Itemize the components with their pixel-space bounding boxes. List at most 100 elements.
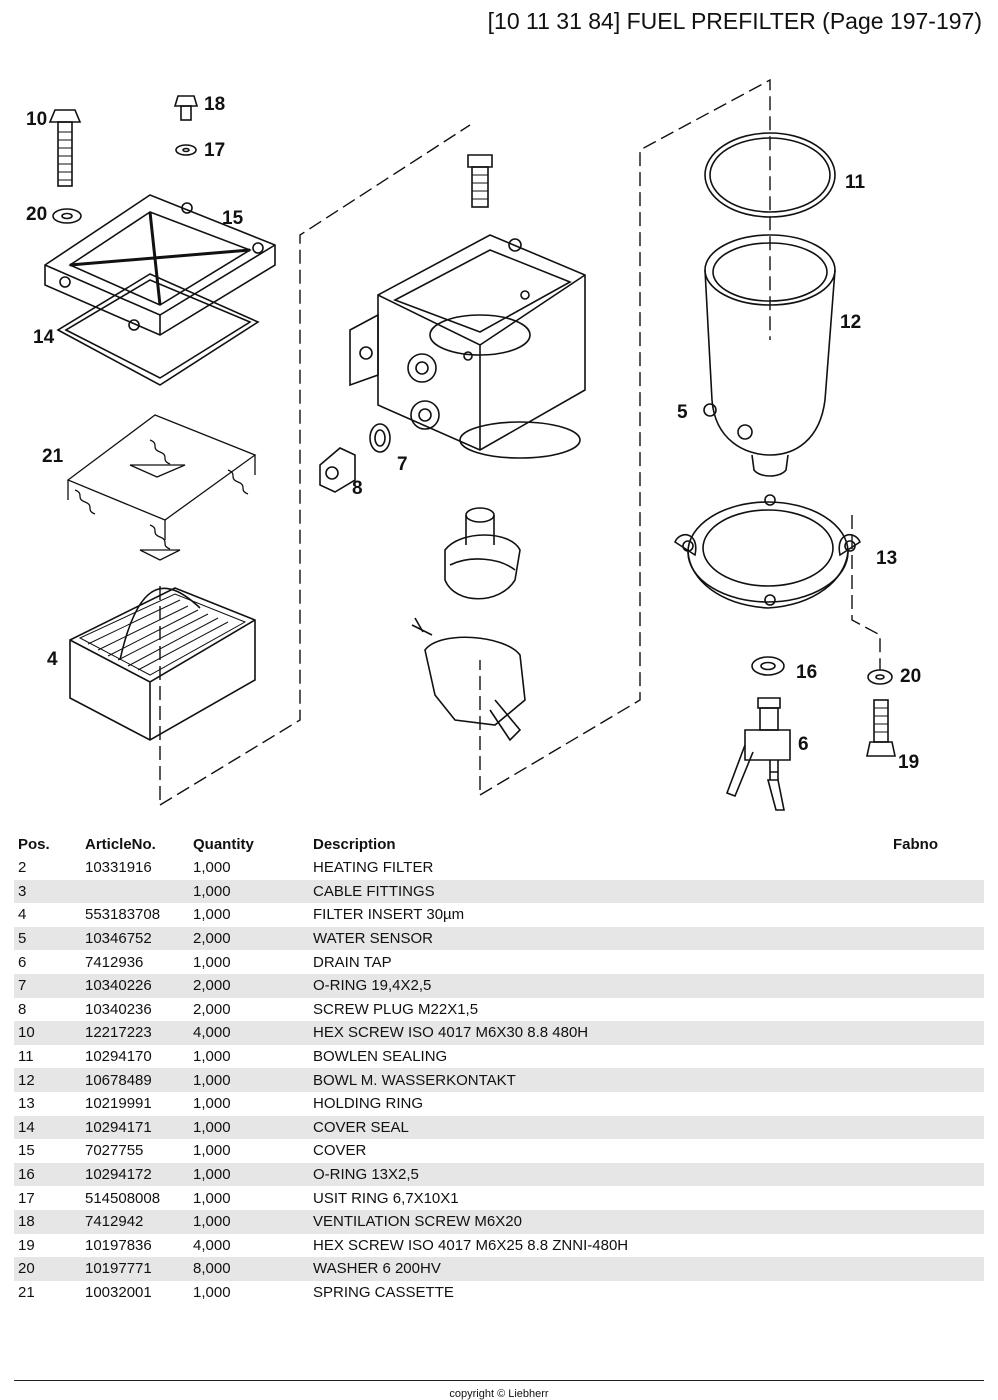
washer-20-left-part bbox=[52, 208, 82, 224]
cell-desc: COVER SEAL bbox=[309, 1115, 889, 1140]
cell-article bbox=[81, 879, 189, 904]
cell-desc: O-RING 19,4X2,5 bbox=[309, 973, 889, 998]
callout-20-left: 20 bbox=[26, 204, 47, 225]
cell-pos: 3 bbox=[14, 879, 81, 904]
cell-qty: 1,000 bbox=[193, 1095, 231, 1113]
cell-article: 7412942 bbox=[81, 1209, 189, 1234]
cell-article: 10340236 bbox=[85, 1000, 152, 1018]
cell-article: 10197771 bbox=[81, 1257, 189, 1281]
spring-cassette-21-part bbox=[66, 414, 257, 561]
cell-article: 10331916 bbox=[85, 859, 152, 877]
callout-15: 15 bbox=[222, 208, 244, 229]
cell-fabno bbox=[889, 998, 984, 1022]
col-header-article: ArticleNo. bbox=[85, 835, 156, 853]
callout-17: 17 bbox=[204, 140, 225, 161]
cell-article: 553183708 bbox=[85, 906, 161, 924]
cell-desc: COVER bbox=[313, 1142, 367, 1160]
vent-screw-18-part bbox=[173, 95, 199, 121]
screw-plug-8-part bbox=[319, 447, 356, 493]
cell-fabno bbox=[889, 1139, 984, 1163]
cell-pos: 8 bbox=[18, 1000, 27, 1018]
cell-pos: 16 bbox=[14, 1162, 81, 1187]
cell-qty: 1,000 bbox=[193, 1048, 231, 1066]
cell-fabno bbox=[889, 1092, 984, 1116]
cell-desc: O-RING 13X2,5 bbox=[309, 1162, 889, 1187]
cell-article: 12217223 bbox=[81, 1021, 189, 1045]
cell-fabno bbox=[889, 1162, 984, 1187]
cell-fabno bbox=[889, 1068, 984, 1092]
cover-seal-14-part bbox=[56, 273, 260, 386]
col-header-quantity: Quantity bbox=[193, 835, 254, 853]
callout-4: 4 bbox=[47, 649, 58, 670]
exploded-parts-diagram: 10 18 17 20 15 14 21 4 11 12 5 7 8 13 16… bbox=[0, 60, 998, 820]
callout-18: 18 bbox=[204, 94, 225, 115]
cell-desc: SPRING CASSETTE bbox=[313, 1283, 454, 1301]
cell-fabno bbox=[889, 879, 984, 904]
copyright-text: copyright © Liebherr bbox=[449, 1388, 549, 1400]
cell-fabno bbox=[889, 856, 984, 880]
cell-pos: 18 bbox=[14, 1209, 81, 1234]
heating-element-part bbox=[411, 507, 526, 742]
cell-fabno bbox=[889, 926, 984, 951]
cell-article: 7412936 bbox=[85, 953, 144, 971]
cell-fabno bbox=[889, 1045, 984, 1069]
cell-fabno bbox=[889, 903, 984, 927]
callout-13: 13 bbox=[876, 548, 897, 569]
cell-desc: BOWL M. WASSERKONTAKT bbox=[309, 1068, 889, 1092]
cell-desc: WATER SENSOR bbox=[309, 926, 889, 951]
cell-desc: USIT RING 6,7X10X1 bbox=[313, 1189, 459, 1207]
col-header-pos: Pos. bbox=[18, 835, 50, 853]
washer-20-right-part bbox=[867, 669, 893, 685]
cell-desc: HEX SCREW ISO 4017 M6X30 8.8 480H bbox=[309, 1021, 889, 1045]
cell-fabno bbox=[889, 1281, 984, 1305]
cell-desc: DRAIN TAP bbox=[313, 953, 392, 971]
cell-qty: 4,000 bbox=[193, 1236, 231, 1254]
cell-pos: 11 bbox=[18, 1048, 34, 1066]
callout-8: 8 bbox=[352, 478, 363, 499]
hex-screw-19-part bbox=[866, 699, 896, 757]
callout-11: 11 bbox=[845, 172, 866, 193]
cell-qty: 1,000 bbox=[189, 1068, 309, 1092]
filter-insert-4-part bbox=[69, 587, 256, 741]
cell-qty: 1,000 bbox=[189, 1209, 309, 1234]
cell-desc: VENTILATION SCREW M6X20 bbox=[309, 1209, 889, 1234]
hex-screw-10-part bbox=[48, 109, 82, 187]
cell-article: 10346752 bbox=[81, 926, 189, 951]
cell-qty: 1,000 bbox=[193, 1283, 231, 1301]
cell-article: 10294172 bbox=[81, 1162, 189, 1187]
cell-pos: 12 bbox=[14, 1068, 81, 1092]
cell-pos: 20 bbox=[14, 1257, 81, 1281]
parts-table: Pos. ArticleNo. Quantity Description Fab… bbox=[14, 832, 984, 1304]
footer-divider bbox=[14, 1380, 984, 1381]
callout-20-right: 20 bbox=[900, 666, 921, 687]
callout-12: 12 bbox=[840, 312, 861, 333]
callout-6: 6 bbox=[798, 734, 809, 755]
cell-desc: HEX SCREW ISO 4017 M6X25 8.8 ZNNI-480H bbox=[313, 1236, 629, 1254]
cell-desc: FILTER INSERT 30µm bbox=[313, 906, 465, 924]
cell-pos: 5 bbox=[14, 926, 81, 951]
cell-article: 10032001 bbox=[85, 1283, 152, 1301]
cell-qty: 1,000 bbox=[193, 1142, 231, 1160]
callout-7: 7 bbox=[397, 454, 408, 475]
cell-qty: 4,000 bbox=[189, 1021, 309, 1045]
fitting-part bbox=[467, 154, 493, 208]
cell-qty: 2,000 bbox=[189, 973, 309, 998]
cell-article: 10340226 bbox=[81, 973, 189, 998]
bowl-sealing-11-part bbox=[704, 132, 836, 218]
cell-pos: 13 bbox=[18, 1095, 35, 1113]
bowl-12-part bbox=[703, 234, 836, 477]
